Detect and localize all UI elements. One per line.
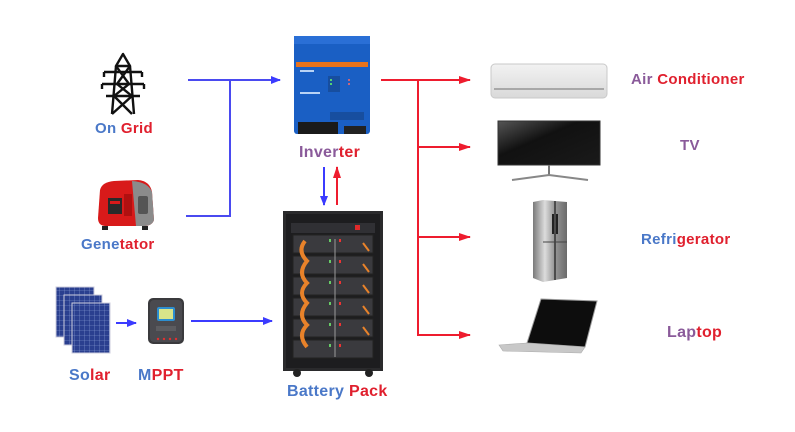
generator-label: Genetator bbox=[81, 236, 155, 253]
refrigerator-node bbox=[527, 198, 573, 284]
solar-label: Solar bbox=[69, 367, 111, 384]
laptop-icon bbox=[498, 298, 598, 354]
solar-node bbox=[54, 285, 112, 357]
on-grid-node bbox=[98, 52, 148, 116]
inverter-label: Inverter bbox=[299, 144, 361, 161]
air-conditioner-icon bbox=[490, 63, 608, 99]
tv-node bbox=[496, 119, 602, 183]
air-conditioner-label: Air Conditioner bbox=[631, 71, 745, 88]
mppt-label: MPPT bbox=[138, 367, 184, 384]
mppt-node bbox=[146, 296, 186, 346]
battery-label: Battery Pack bbox=[287, 383, 388, 400]
inverter-icon bbox=[294, 36, 370, 134]
refrigerator-icon bbox=[533, 200, 567, 282]
mppt-controller-icon bbox=[148, 298, 184, 344]
on-grid-label: On Grid bbox=[95, 120, 153, 137]
laptop-node bbox=[497, 297, 601, 355]
battery-node bbox=[283, 211, 383, 378]
battery-rack-icon bbox=[283, 211, 383, 377]
solar-panel-icon bbox=[55, 286, 111, 354]
laptop-label: Laptop bbox=[667, 324, 723, 341]
tv-label: TV bbox=[680, 137, 700, 154]
power-tower-icon bbox=[100, 52, 146, 115]
generator-node bbox=[94, 176, 158, 232]
tv-icon bbox=[497, 120, 601, 181]
generator-icon bbox=[98, 180, 154, 230]
refrigerator-label: Refrigerator bbox=[641, 231, 731, 248]
inverter-node bbox=[294, 34, 370, 134]
air-conditioner-node bbox=[490, 62, 608, 100]
